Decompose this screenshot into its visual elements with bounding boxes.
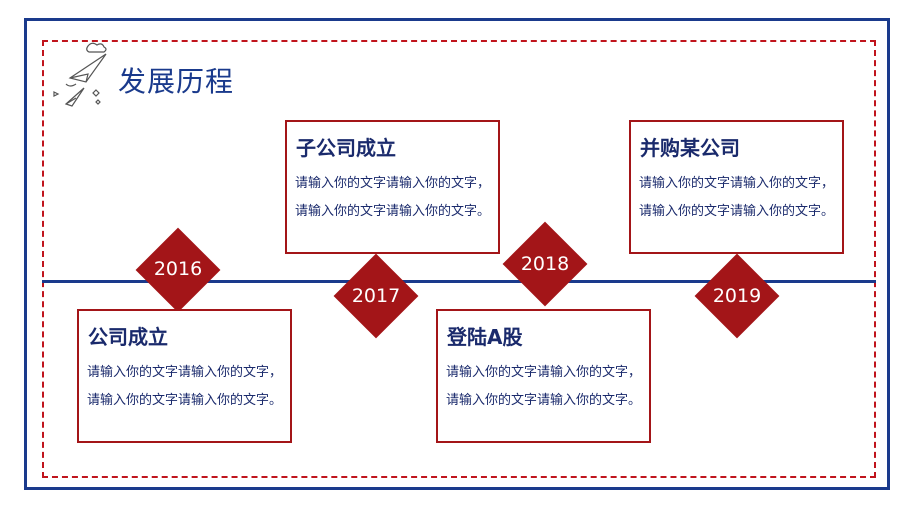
- milestone-heading: 并购某公司: [640, 136, 740, 160]
- milestone-year-2016: 2016: [153, 258, 203, 280]
- milestone-heading: 公司成立: [88, 325, 168, 349]
- milestone-year-2017: 2017: [351, 285, 401, 307]
- milestone-card-2019: 并购某公司 请输入你的文字请输入你的文字，请输入你的文字请输入你的文字。: [629, 120, 844, 254]
- milestone-year-2018: 2018: [520, 253, 570, 275]
- milestone-heading: 登陆A股: [447, 325, 523, 349]
- milestone-body: 请输入你的文字请输入你的文字，请输入你的文字请输入你的文字。: [295, 176, 491, 219]
- milestone-card-2018: 登陆A股 请输入你的文字请输入你的文字，请输入你的文字请输入你的文字。: [436, 309, 651, 443]
- paper-planes-icon: [53, 42, 107, 107]
- milestone-card-2017: 子公司成立 请输入你的文字请输入你的文字，请输入你的文字请输入你的文字。: [285, 120, 500, 254]
- milestone-heading: 子公司成立: [296, 136, 396, 160]
- page-title: 发展历程: [118, 65, 235, 98]
- milestone-year-2019: 2019: [712, 285, 762, 307]
- milestone-body: 请输入你的文字请输入你的文字，请输入你的文字请输入你的文字。: [446, 365, 642, 408]
- timeline-axis: [42, 280, 876, 283]
- inner-dashed-frame: [42, 40, 876, 478]
- outer-frame: [24, 18, 890, 490]
- milestone-body: 请输入你的文字请输入你的文字，请输入你的文字请输入你的文字。: [87, 365, 283, 408]
- milestone-card-2016: 公司成立 请输入你的文字请输入你的文字，请输入你的文字请输入你的文字。: [77, 309, 292, 443]
- milestone-body: 请输入你的文字请输入你的文字，请输入你的文字请输入你的文字。: [639, 176, 835, 219]
